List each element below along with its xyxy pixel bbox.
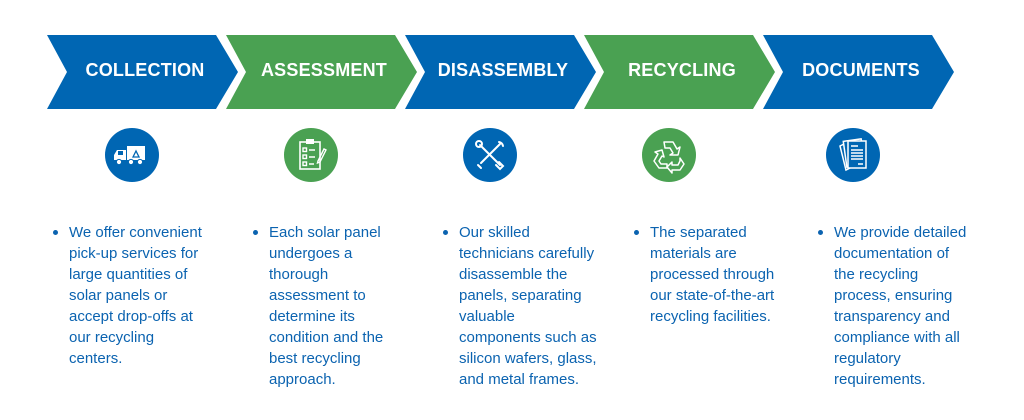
step-title: ASSESSMENT [260,60,388,80]
description-line: regulatory [834,350,901,367]
step-description: The separated materials are processed thro… [634,222,775,327]
step-title: DOCUMENTS [802,60,920,80]
description-line: determine its [269,308,355,325]
chevron-disassembly [405,35,596,109]
description-line: disassemble the [459,266,568,283]
description-line: recycling facilities. [650,308,771,325]
description-line: thorough [269,266,329,283]
bullet-icon [253,230,258,235]
description-line: pick-up services for [69,245,199,262]
description-line: Our skilled [459,224,530,241]
bullet-icon [53,230,58,235]
description-line: assessment to [269,287,366,304]
description-line: approach. [269,371,336,388]
chevron-collection [47,35,238,109]
bullet-icon [818,230,823,235]
description-line: silicon wafers, glass, [459,350,597,367]
bullet-icon [443,230,448,235]
description-line: transparency and [834,308,950,325]
description-line: The separated [650,224,747,241]
description-line: panels, separating [459,287,582,304]
step-description: Our skilled technicians carefully disassem… [443,222,597,390]
step-description: Each solar panel undergoes a thorough asses… [253,222,384,390]
description-line: large quantities of [69,266,188,283]
step-description: We offer convenient pick-up services for l… [53,222,202,369]
step-title: COLLECTION [85,60,205,80]
description-line: documentation of [834,245,950,262]
step-description: We provide detailed documentation of the r… [818,222,967,390]
description-line: best recycling [269,350,361,367]
description-line: condition and the [269,329,384,346]
chevron-recycling [584,35,775,109]
clipboard-checklist-icon [284,128,338,182]
documents-icon [826,128,880,182]
bullet-icon [634,230,639,235]
description-line: the recycling [834,266,919,283]
description-line: processed through [650,266,775,283]
description-line: compliance with all [834,329,960,346]
recycle-icon [642,128,696,182]
description-line: accept drop-offs at [69,308,193,325]
description-line: and metal frames. [459,371,580,388]
recycling-truck-icon [105,128,159,182]
description-line: requirements. [834,371,926,388]
description-line: components such as [459,329,597,346]
description-line: centers. [69,350,123,367]
step-title: RECYCLING [628,60,736,80]
description-line: We offer convenient [69,224,202,241]
description-line: solar panels or [69,287,168,304]
chevron-documents [763,35,954,109]
description-line: valuable [459,308,515,325]
description-line: our state-of-the-art [650,287,775,304]
wrench-screwdriver-icon [463,128,517,182]
description-line: We provide detailed [834,224,967,241]
chevron-assessment [226,35,417,109]
description-line: process, ensuring [834,287,953,304]
description-line: our recycling [69,329,155,346]
description-line: materials are [650,245,737,262]
description-line: technicians carefully [459,245,595,262]
step-title: DISASSEMBLY [437,60,569,80]
description-line: Each solar panel [269,224,381,241]
description-line: undergoes a [269,245,353,262]
